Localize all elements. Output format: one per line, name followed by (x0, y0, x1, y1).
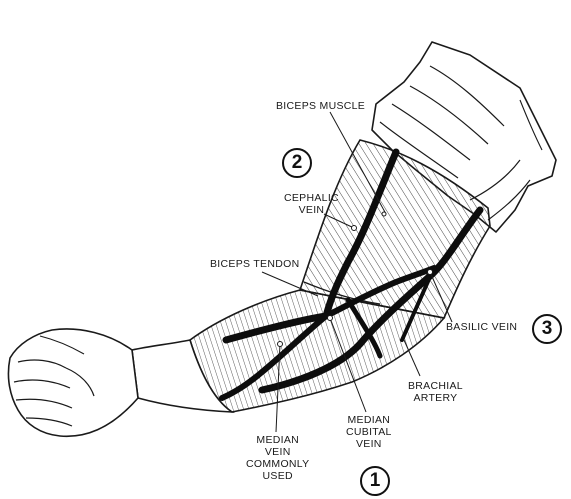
marker-3: 3 (532, 314, 562, 344)
tendon-dot (382, 212, 386, 216)
biceps-muscle-label: BICEPS MUSCLE (276, 100, 365, 112)
cephalic-vein-label: CEPHALIC VEIN (284, 192, 339, 216)
cubital-dot (328, 316, 333, 321)
median-vein-label: MEDIAN VEIN COMMONLY USED (246, 434, 309, 482)
marker-2: 2 (282, 148, 312, 178)
brachial-artery-label: BRACHIAL ARTERY (408, 380, 463, 404)
marker-1: 1 (360, 466, 390, 496)
median-cubital-vein-label: MEDIAN CUBITAL VEIN (346, 414, 392, 450)
cephalic-dot (352, 226, 357, 231)
fist (8, 329, 138, 436)
basilic-dot (428, 270, 433, 275)
median-dot (278, 342, 283, 347)
biceps-tendon-label: BICEPS TENDON (210, 258, 299, 270)
basilic-vein-label: BASILIC VEIN (446, 321, 517, 333)
